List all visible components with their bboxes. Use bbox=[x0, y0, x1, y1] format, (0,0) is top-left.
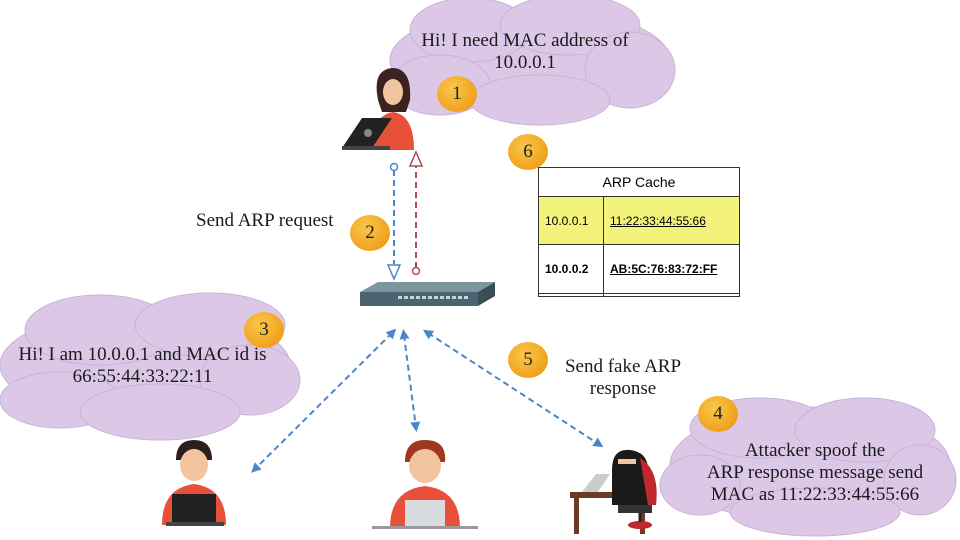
arp-reply-arrow bbox=[408, 150, 424, 276]
network-user-icon bbox=[372, 440, 478, 529]
right-bubble-text: Attacker spoof the ARP response message … bbox=[706, 440, 924, 505]
arp-cache-ip: 10.0.0.1 bbox=[538, 195, 604, 246]
arp-cache-row: 10.0.0.2 AB:5C:76:83:72:FF bbox=[538, 244, 740, 294]
step-badge-5: 5 bbox=[508, 342, 548, 378]
send-fake-arp-response-label: Send fake ARP response bbox=[564, 356, 682, 399]
attacker-icon bbox=[570, 449, 657, 534]
arp-cache-ip: 10.0.0.2 bbox=[538, 244, 604, 294]
right-speech-cloud bbox=[659, 397, 957, 537]
step-badge-3: 3 bbox=[244, 312, 284, 348]
send-arp-request-label: Send ARP request bbox=[196, 210, 334, 231]
arp-cache-row: 10.0.0.1 11:22:33:44:55:66 bbox=[538, 195, 740, 246]
step-badge-2: 2 bbox=[350, 215, 390, 251]
arrow-switch-to-left-user bbox=[251, 328, 397, 473]
arp-request-arrow bbox=[386, 162, 402, 281]
arp-cache-title: ARP Cache bbox=[538, 167, 740, 197]
arp-cache-ip bbox=[538, 292, 604, 298]
step-badge-6: 6 bbox=[508, 134, 548, 170]
arp-cache-mac: 11:22:33:44:55:66 bbox=[603, 195, 740, 246]
network-switch bbox=[360, 282, 495, 306]
arrow-switch-to-middle-user bbox=[399, 329, 421, 432]
legit-host-user-icon bbox=[162, 440, 226, 526]
arp-cache-mac bbox=[603, 292, 740, 298]
step-badge-1: 1 bbox=[437, 76, 477, 112]
arp-cache-row bbox=[538, 292, 740, 298]
arp-cache-table: ARP Cache 10.0.0.1 11:22:33:44:55:66 10.… bbox=[538, 167, 740, 298]
left-bubble-text: Hi! I am 10.0.0.1 and MAC id is 66:55:44… bbox=[18, 344, 267, 387]
top-bubble-text: Hi! I need MAC address of 10.0.0.1 bbox=[421, 30, 629, 73]
requesting-user-icon bbox=[342, 68, 414, 150]
step-badge-4: 4 bbox=[698, 396, 738, 432]
arp-cache-mac: AB:5C:76:83:72:FF bbox=[603, 244, 740, 294]
arrow-switch-to-attacker bbox=[422, 329, 604, 448]
